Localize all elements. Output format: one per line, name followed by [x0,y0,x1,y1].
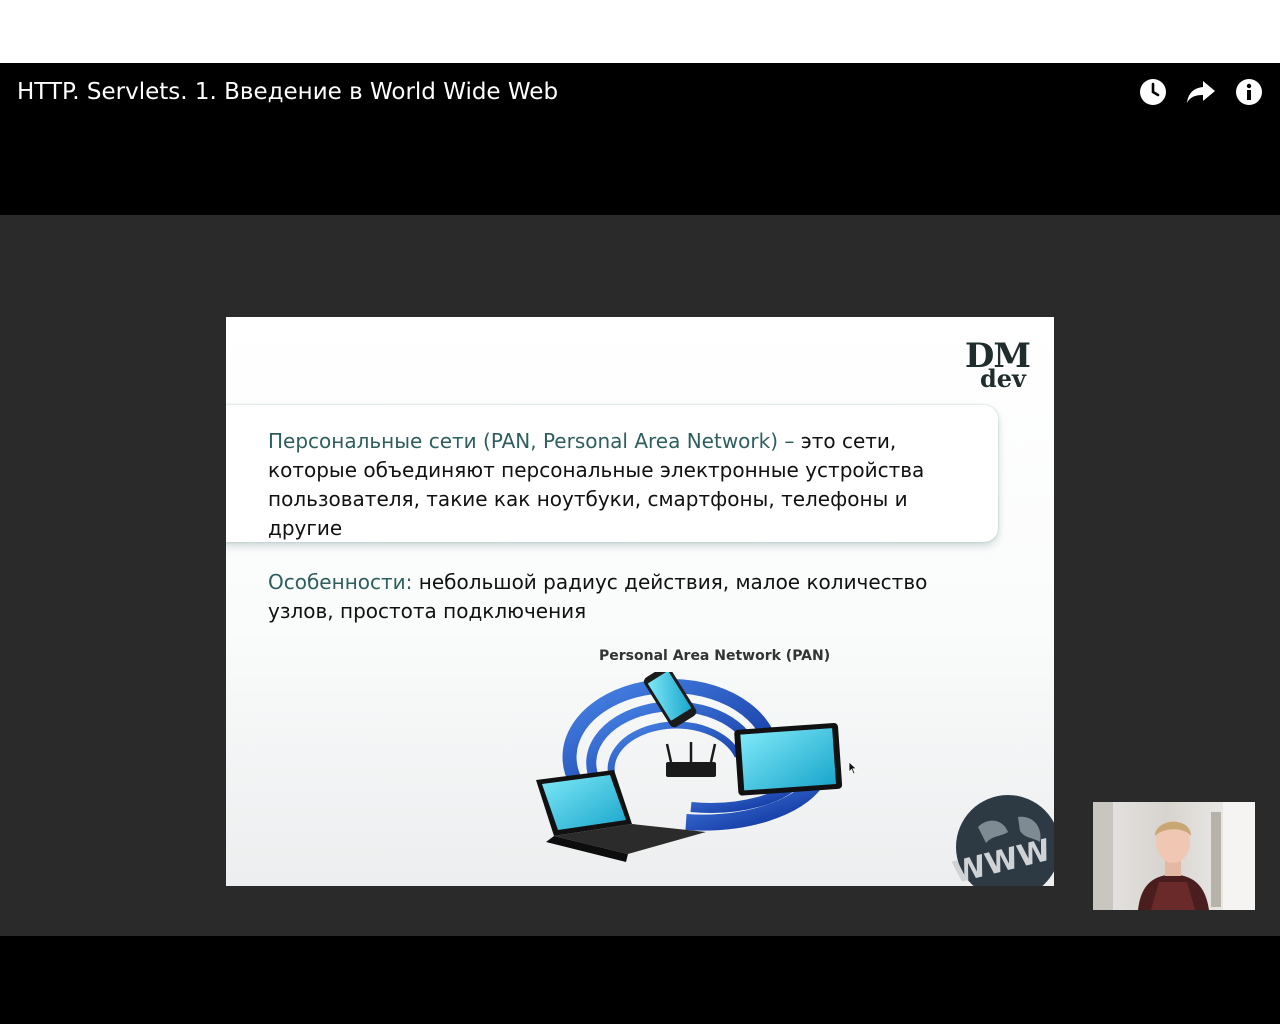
mouse-cursor-icon [848,761,858,780]
features-body: небольшой радиус действия, малое количес… [268,570,928,623]
presenter-webcam [1093,802,1255,910]
definition-card [226,405,998,542]
top-actions [1138,78,1264,111]
presentation-slide: DM dev Персональные сети (PAN, Personal … [226,317,1054,886]
pan-diagram [516,665,856,867]
share-button[interactable] [1186,79,1216,109]
share-icon [1186,79,1216,110]
definition-term: Персональные сети (PAN, Personal Area Ne… [268,429,795,453]
features-text: Особенности: небольшой радиус действия, … [268,568,988,626]
video-frame[interactable]: DM dev Персональные сети (PAN, Personal … [0,215,1280,936]
router-icon [665,742,717,777]
definition-body: это сети, которые объединяют персональны… [268,429,925,540]
video-title[interactable]: HTTP. Servlets. 1. Введение в World Wide… [17,79,559,105]
smartphone-icon [643,665,697,728]
logo-top-text: DM [964,336,1031,376]
definition-text: Персональные сети (PAN, Personal Area Ne… [268,427,988,543]
features-term: Особенности: [268,570,413,594]
info-button[interactable] [1234,78,1264,111]
laptop-icon [536,770,706,862]
watch-later-button[interactable] [1138,78,1168,111]
video-player[interactable]: HTTP. Servlets. 1. Введение в World Wide… [0,63,1280,1024]
presenter-avatar [1138,821,1209,910]
dmdev-logo: DM dev [964,336,1031,393]
watch-later-icon [1139,78,1167,111]
logo-bottom-text: dev [980,364,1026,393]
diagram-caption: Personal Area Network (PAN) [599,648,831,664]
signal-arcs [562,678,823,831]
tablet-icon [734,723,843,796]
www-globe-image: WWW [948,787,1054,886]
info-icon [1235,78,1263,111]
